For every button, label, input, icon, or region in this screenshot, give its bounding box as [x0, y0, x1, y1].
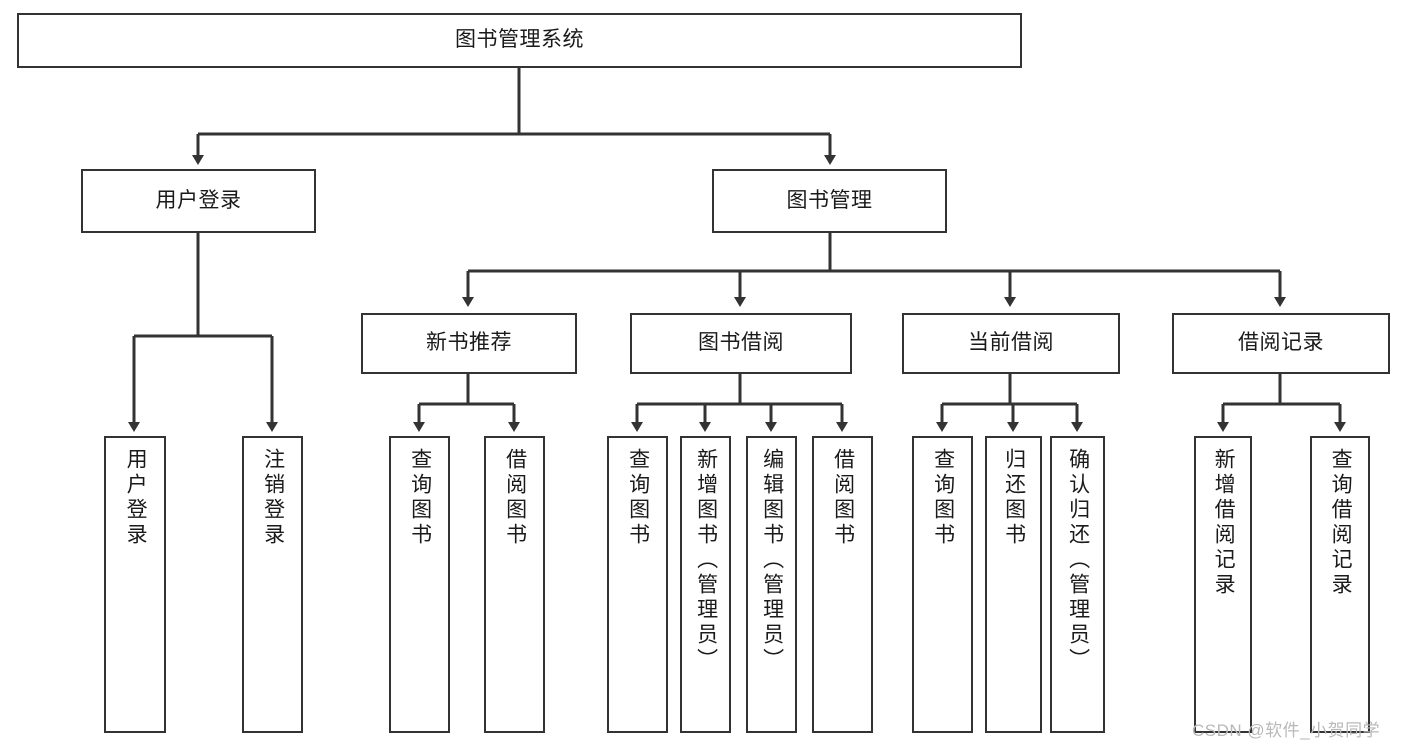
- leaf-logout[interactable]: 注销登录: [242, 436, 303, 733]
- leaf-current-confirm-return-admin-label: 确认归还（管理员）: [1066, 448, 1090, 673]
- leaf-borrow-borrow-book-label: 借阅图书: [831, 448, 855, 548]
- leaf-current-return-book[interactable]: 归还图书: [985, 436, 1042, 733]
- leaf-records-query-record-label: 查询借阅记录: [1329, 448, 1353, 598]
- leaf-newbook-query-book[interactable]: 查询图书: [389, 436, 450, 733]
- leaf-records-add-record[interactable]: 新增借阅记录: [1194, 436, 1252, 733]
- node-book-borrow-label: 图书借阅: [698, 331, 784, 355]
- leaf-current-query-book-label: 查询图书: [931, 448, 955, 548]
- leaf-borrow-edit-book-admin[interactable]: 编辑图书（管理员）: [746, 436, 797, 733]
- leaf-current-confirm-return-admin[interactable]: 确认归还（管理员）: [1050, 436, 1105, 733]
- leaf-user-login-label: 用户登录: [124, 448, 148, 548]
- leaf-user-login[interactable]: 用户登录: [104, 436, 166, 733]
- csdn-watermark: CSDN @软件_小贺同学: [1192, 721, 1381, 740]
- node-book-management-label: 图书管理: [786, 188, 873, 212]
- node-borrow-records[interactable]: 借阅记录: [1172, 313, 1390, 374]
- leaf-records-query-record[interactable]: 查询借阅记录: [1310, 436, 1370, 733]
- leaf-records-add-record-label: 新增借阅记录: [1212, 448, 1236, 598]
- node-book-management[interactable]: 图书管理: [712, 169, 947, 233]
- node-book-borrow[interactable]: 图书借阅: [630, 313, 852, 374]
- leaf-newbook-borrow-book-label: 借阅图书: [503, 448, 527, 548]
- leaf-borrow-query-book[interactable]: 查询图书: [607, 436, 668, 733]
- leaf-current-return-book-label: 归还图书: [1002, 448, 1026, 548]
- node-new-book-recommend[interactable]: 新书推荐: [361, 313, 577, 374]
- node-user-login-label: 用户登录: [155, 188, 242, 212]
- leaf-newbook-borrow-book[interactable]: 借阅图书: [484, 436, 545, 733]
- node-current-borrow-label: 当前借阅: [968, 331, 1054, 355]
- leaf-current-query-book[interactable]: 查询图书: [912, 436, 973, 733]
- node-user-login[interactable]: 用户登录: [81, 169, 316, 233]
- leaf-borrow-add-book-admin-label: 新增图书（管理员）: [694, 448, 718, 673]
- node-root-label: 图书管理系统: [455, 28, 584, 52]
- leaf-borrow-edit-book-admin-label: 编辑图书（管理员）: [760, 448, 784, 673]
- leaf-logout-label: 注销登录: [261, 448, 285, 548]
- leaf-borrow-query-book-label: 查询图书: [626, 448, 650, 548]
- node-new-book-recommend-label: 新书推荐: [426, 331, 512, 355]
- node-borrow-records-label: 借阅记录: [1238, 331, 1324, 355]
- node-current-borrow[interactable]: 当前借阅: [902, 313, 1120, 374]
- node-root[interactable]: 图书管理系统: [17, 13, 1022, 68]
- leaf-borrow-add-book-admin[interactable]: 新增图书（管理员）: [680, 436, 731, 733]
- leaf-borrow-borrow-book[interactable]: 借阅图书: [812, 436, 873, 733]
- leaf-newbook-query-book-label: 查询图书: [408, 448, 432, 548]
